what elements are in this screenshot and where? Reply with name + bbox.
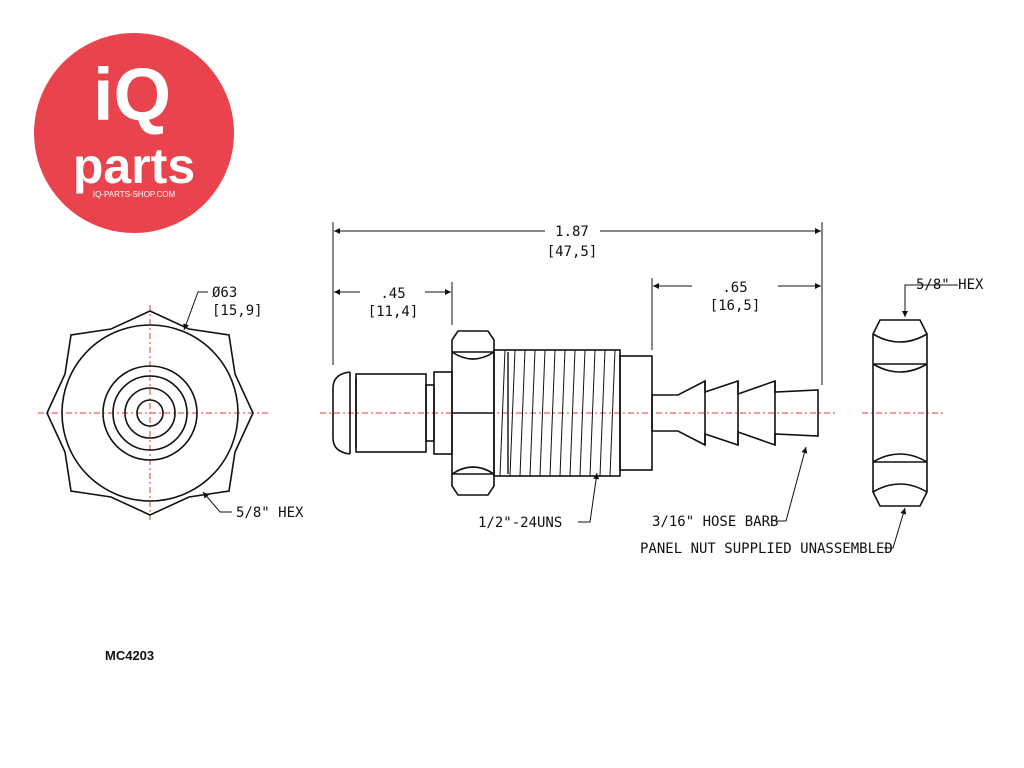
iq-parts-logo: iQ parts IQ-PARTS-SHOP.COM — [34, 33, 234, 233]
end-view-outer-ring — [61, 324, 239, 502]
end-view-ring-3 — [112, 375, 188, 451]
logo-brand-bottom: parts — [73, 138, 195, 194]
dim-stem-mm: [11,4] — [368, 304, 419, 320]
dimension-labels: 1.87 [47,5] .45 [11,4] .65 [16,5] Ø63 [1… — [212, 224, 984, 557]
end-view-ring-2 — [102, 365, 198, 461]
dim-diameter-mm: [15,9] — [212, 303, 263, 319]
dim-diameter-in: Ø63 — [212, 285, 237, 301]
end-view-hex-outline — [46, 310, 254, 516]
panel-nut-outline — [872, 319, 928, 507]
callout-hex-right: 5/8" HEX — [916, 277, 984, 293]
end-view — [46, 310, 254, 516]
dim-barb-in: .65 — [722, 280, 747, 296]
dimension-lines — [183, 222, 958, 549]
nose-tip — [332, 371, 351, 455]
logo-url: IQ-PARTS-SHOP.COM — [93, 190, 176, 199]
centerlines — [38, 305, 945, 520]
callout-hex-left: 5/8" HEX — [236, 505, 304, 521]
end-view-bore — [136, 399, 164, 427]
panel-nut — [872, 319, 928, 507]
dim-stem-in: .45 — [380, 286, 405, 302]
part-number: MC4203 — [105, 648, 155, 663]
logo-circle — [34, 33, 234, 233]
end-view-ring-4 — [124, 387, 176, 439]
thread-lines — [499, 349, 616, 477]
body-hex — [451, 330, 495, 496]
dim-barb-mm: [16,5] — [710, 298, 761, 314]
callout-nut: PANEL NUT SUPPLIED UNASSEMBLED — [640, 541, 893, 557]
logo-brand-top: iQ — [93, 53, 171, 136]
dim-overall-mm: [47,5] — [547, 244, 598, 260]
callout-thread: 1/2"-24UNS — [478, 515, 562, 531]
side-view — [332, 330, 819, 496]
dim-overall-in: 1.87 — [555, 224, 589, 240]
callout-barb: 3/16" HOSE BARB — [652, 514, 778, 530]
